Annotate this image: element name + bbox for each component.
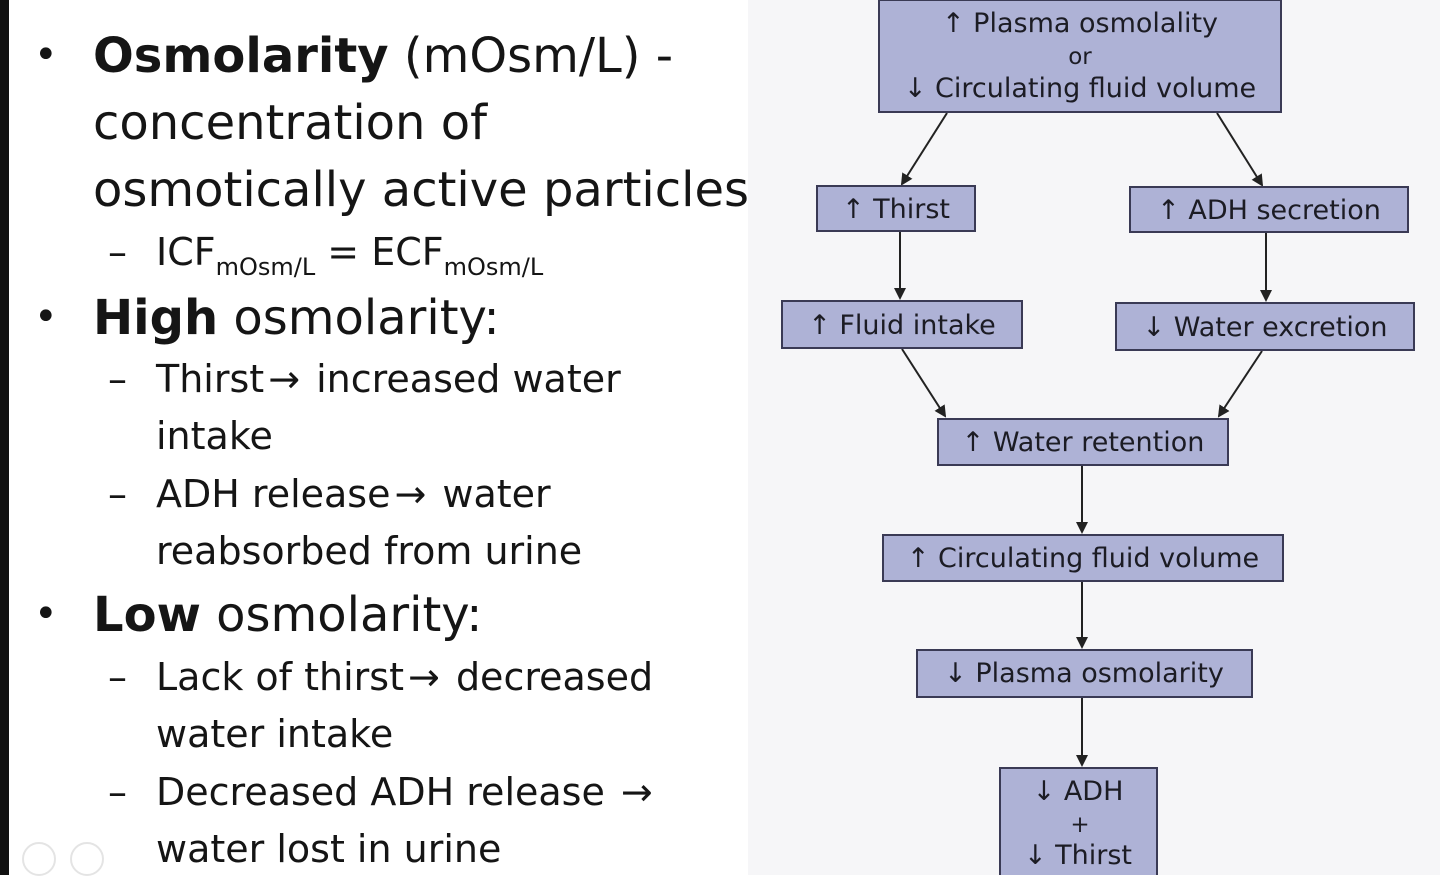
sub-decreased-adh-line2: water lost in urine	[156, 827, 502, 871]
arrow-right-icon: →	[620, 770, 653, 814]
box-rect	[937, 418, 1229, 466]
box-text: ↓ Thirst	[1024, 840, 1132, 871]
bullet-text: osmolarity:	[218, 290, 500, 346]
ecf-label: ECF	[371, 230, 444, 274]
sub-text: increased water	[304, 357, 621, 401]
dash-marker: –	[108, 770, 127, 814]
dash-marker: –	[108, 230, 127, 274]
sub-thirst: Thirst→ increased water	[156, 357, 621, 401]
box-text: ↓ Circulating fluid volume	[904, 73, 1256, 104]
box-text: ↑ ADH secretion	[1157, 195, 1381, 226]
box-text: ↑ Circulating fluid volume	[907, 543, 1259, 574]
box-circulating-volume: ↑ Circulating fluid volume	[882, 534, 1284, 582]
arrow-to-adh-secretion	[1216, 112, 1264, 187]
box-text: ↑ Fluid intake	[808, 310, 996, 341]
box-water-excretion: ↓ Water excretion	[1115, 302, 1415, 351]
next-slide-icon[interactable]	[70, 842, 104, 876]
box-text: +	[1070, 812, 1089, 838]
arrow-fluid-to-retention	[901, 348, 947, 418]
icf-label: ICF	[156, 230, 216, 274]
box-text: or	[1068, 44, 1092, 70]
sub-lack-of-thirst: Lack of thirst→ decreased	[156, 655, 653, 699]
term-high: High	[93, 290, 219, 346]
term-osmolarity: Osmolarity	[93, 28, 389, 84]
sub-decreased-adh: Decreased ADH release →	[156, 770, 657, 814]
bullet-text: (mOsm/L) -	[388, 28, 674, 84]
sub-text: decreased	[443, 655, 654, 699]
sub-text: ADH release	[156, 472, 391, 516]
box-rect	[916, 649, 1253, 698]
bullet-marker: •	[34, 294, 58, 340]
sub-text: water	[430, 472, 551, 516]
box-fluid-intake: ↑ Fluid intake	[781, 300, 1023, 349]
dash-marker: –	[108, 655, 127, 699]
dash-marker: –	[108, 357, 127, 401]
term-low: Low	[93, 587, 201, 643]
box-plasma-osmolarity: ↓ Plasma osmolarity	[916, 649, 1253, 698]
box-text: ↓ Water excretion	[1143, 312, 1388, 343]
box-text: ↑ Thirst	[842, 194, 950, 225]
bullet-text: osmolarity:	[200, 587, 483, 643]
bullet-marker: •	[34, 32, 58, 78]
bullet-osmolarity-line3: osmotically active particles	[93, 162, 749, 218]
box-text: ↑ Plasma osmolality	[942, 8, 1218, 39]
box-rect	[878, 0, 1282, 113]
icf-unit: mOsm/L	[215, 253, 316, 281]
bullet-low-osmolarity: Low osmolarity:	[93, 587, 482, 643]
bullet-marker: •	[34, 591, 58, 637]
box-rect	[999, 767, 1158, 875]
box-plasma-osmolality: ↑ Plasma osmolality or ↓ Circulating flu…	[878, 0, 1282, 113]
slide-nav-controls[interactable]	[22, 842, 118, 880]
diagram-panel: ↑ Plasma osmolality or ↓ Circulating flu…	[748, 0, 1440, 875]
sub-text: Thirst	[156, 357, 265, 401]
box-rect	[781, 300, 1023, 349]
sub-lack-of-thirst-line2: water intake	[156, 712, 394, 756]
regulation-flowchart: ↑ Plasma osmolality or ↓ Circulating flu…	[781, 0, 1415, 875]
equals-sign: =	[315, 230, 372, 274]
box-rect	[816, 185, 976, 232]
arrow-to-thirst	[900, 112, 948, 186]
arrow-right-icon: →	[394, 472, 427, 516]
box-text: ↓ Plasma osmolarity	[944, 658, 1224, 689]
box-water-retention: ↑ Water retention	[937, 418, 1229, 466]
dash-marker: –	[108, 472, 127, 516]
arrow-right-icon: →	[268, 357, 301, 401]
arrow-excretion-to-retention	[1217, 350, 1263, 418]
equation-icf-ecf: ICFmOsm/L = ECFmOsm/L	[156, 230, 543, 281]
window-edge	[0, 0, 9, 875]
bullet-high-osmolarity: High osmolarity:	[93, 290, 500, 346]
sub-text: Decreased ADH release	[156, 770, 617, 814]
box-thirst: ↑ Thirst	[816, 185, 976, 232]
bullet-osmolarity: Osmolarity (mOsm/L) -	[93, 28, 673, 84]
sub-text: Lack of thirst	[156, 655, 405, 699]
box-adh-secretion: ↑ ADH secretion	[1129, 186, 1409, 233]
bullet-osmolarity-line2: concentration of	[93, 95, 487, 151]
sub-adh-release: ADH release→ water	[156, 472, 551, 516]
ecf-unit: mOsm/L	[443, 253, 544, 281]
box-rect	[1129, 186, 1409, 233]
box-text: ↓ ADH	[1033, 776, 1124, 807]
box-rect	[882, 534, 1284, 582]
prev-slide-icon[interactable]	[22, 842, 56, 876]
arrow-right-icon: →	[408, 655, 440, 699]
box-text: ↑ Water retention	[962, 427, 1205, 458]
flow-arrows	[894, 112, 1272, 767]
slide-text-panel: • Osmolarity (mOsm/L) - concentration of…	[22, 28, 749, 876]
sub-thirst-line2: intake	[156, 414, 273, 458]
box-rect	[1115, 302, 1415, 351]
sub-adh-release-line2: reabsorbed from urine	[156, 529, 583, 573]
box-adh-thirst: ↓ ADH + ↓ Thirst	[999, 767, 1158, 875]
